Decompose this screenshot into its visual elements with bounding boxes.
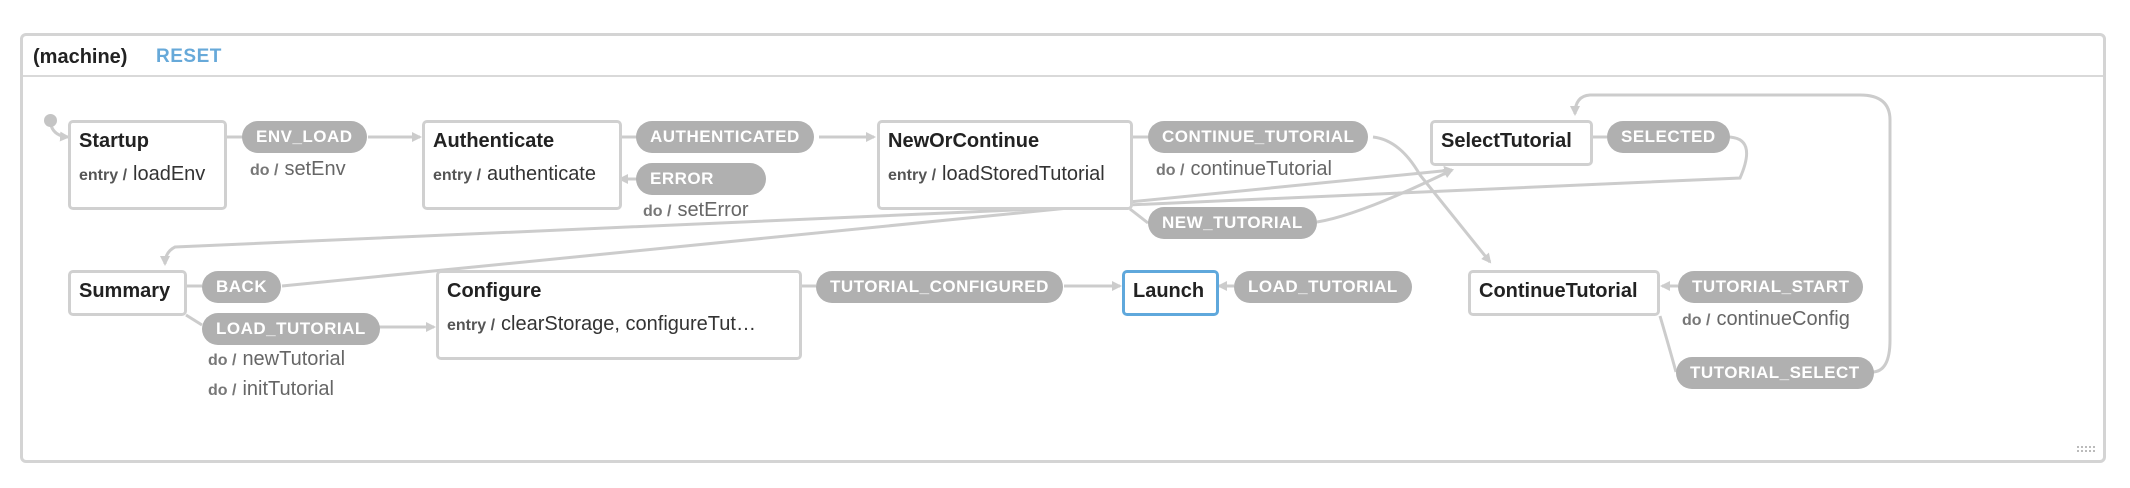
state-summary[interactable]: Summary bbox=[68, 270, 187, 316]
state-name: NewOrContinue bbox=[888, 130, 1040, 152]
machine-container: (machine) RESET bbox=[20, 33, 2106, 463]
state-authenticate[interactable]: Authenticate entry /authenticate bbox=[422, 120, 622, 210]
state-continuetutorial[interactable]: ContinueTutorial bbox=[1468, 270, 1660, 316]
event-env-load-action: do /setEnv bbox=[250, 158, 346, 180]
state-neworcontinue[interactable]: NewOrContinue entry /loadStoredTutorial bbox=[877, 120, 1133, 210]
edge-tselect-select bbox=[1570, 93, 1892, 374]
event-load-tutorial-launch[interactable]: LOAD_TUTORIAL bbox=[1234, 271, 1412, 303]
state-entry-action: entry /loadEnv bbox=[79, 163, 206, 185]
edge-new-tutorial-select bbox=[1316, 168, 1454, 224]
event-continue-tutorial-action: do /continueTutorial bbox=[1156, 158, 1332, 180]
event-tutorial-select[interactable]: TUTORIAL_SELECT bbox=[1676, 357, 1874, 389]
state-name: Startup bbox=[79, 130, 149, 152]
event-tutorial-start[interactable]: TUTORIAL_START bbox=[1678, 271, 1864, 303]
event-continue-tutorial[interactable]: CONTINUE_TUTORIAL bbox=[1148, 121, 1369, 153]
event-authenticated[interactable]: AUTHENTICATED bbox=[636, 121, 814, 153]
event-selected[interactable]: SELECTED bbox=[1607, 121, 1730, 153]
event-new-tutorial[interactable]: NEW_TUTORIAL bbox=[1148, 207, 1317, 239]
state-name: Configure bbox=[447, 280, 542, 302]
state-selecttutorial[interactable]: SelectTutorial bbox=[1430, 120, 1593, 166]
edge-neworcontinue-new bbox=[1129, 207, 1149, 225]
state-name: Summary bbox=[79, 280, 171, 302]
resize-handle-icon[interactable] bbox=[2077, 446, 2095, 452]
event-load-tutorial-action-2: do /initTutorial bbox=[208, 378, 334, 400]
edge-continue-tselect bbox=[1658, 315, 1678, 373]
event-env-load[interactable]: ENV_LOAD bbox=[242, 121, 367, 153]
event-tutorial-start-action: do /continueConfig bbox=[1682, 308, 1850, 330]
state-name: Launch bbox=[1133, 280, 1205, 302]
state-startup[interactable]: Startup entry /loadEnv bbox=[68, 120, 227, 210]
event-error[interactable]: ERROR bbox=[636, 163, 766, 195]
state-configure[interactable]: Configure entry /clearStorage, configure… bbox=[436, 270, 802, 360]
initial-state-dot bbox=[44, 114, 57, 127]
state-entry-action: entry /clearStorage, configureTut… bbox=[447, 313, 756, 335]
state-launch[interactable]: Launch bbox=[1122, 270, 1219, 316]
event-load-tutorial-action-1: do /newTutorial bbox=[208, 348, 346, 370]
edge-continue-tutorial bbox=[1372, 135, 1492, 264]
reset-button[interactable]: RESET bbox=[156, 46, 222, 67]
edge-selected-summary bbox=[160, 135, 1749, 266]
state-entry-action: entry /loadStoredTutorial bbox=[888, 163, 1105, 185]
event-load-tutorial-summary[interactable]: LOAD_TUTORIAL bbox=[202, 313, 380, 345]
machine-header: (machine) RESET bbox=[23, 36, 2103, 77]
state-name: Authenticate bbox=[433, 130, 555, 152]
state-name: ContinueTutorial bbox=[1479, 280, 1638, 302]
event-tutorial-configured[interactable]: TUTORIAL_CONFIGURED bbox=[816, 271, 1063, 303]
machine-title: (machine) bbox=[33, 46, 128, 68]
event-back[interactable]: BACK bbox=[202, 271, 282, 303]
edge-summary-load bbox=[185, 313, 203, 327]
edge-back-select bbox=[281, 165, 1454, 288]
state-name: SelectTutorial bbox=[1441, 130, 1572, 152]
event-error-action: do /setError bbox=[643, 199, 749, 221]
state-entry-action: entry /authenticate bbox=[433, 163, 596, 185]
